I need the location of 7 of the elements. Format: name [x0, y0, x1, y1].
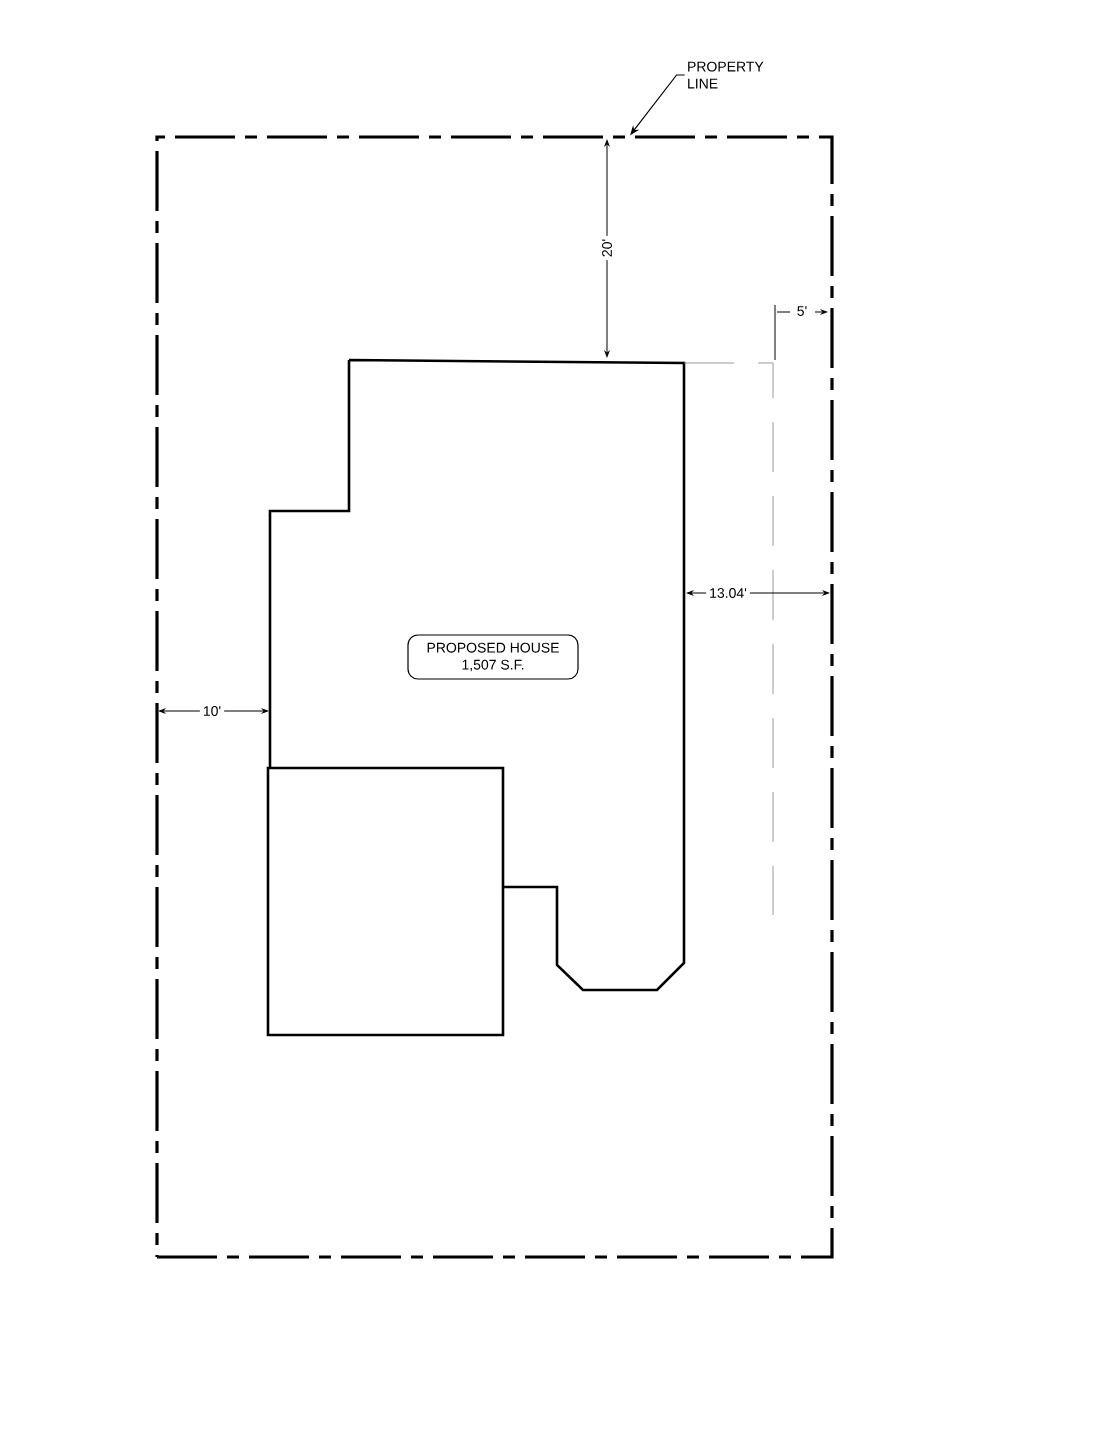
dimension-label: 5' — [793, 303, 811, 319]
dimension-label: 20' — [599, 235, 615, 261]
callout-text: PROPERTY LINE — [688, 61, 764, 89]
property-boundary — [155, 135, 834, 1259]
house-label-box: PROPOSED HOUSE 1,507 S.F. — [407, 634, 579, 680]
dimension-label: 10' — [199, 703, 225, 719]
dimension-label: 13.04' — [706, 585, 750, 601]
